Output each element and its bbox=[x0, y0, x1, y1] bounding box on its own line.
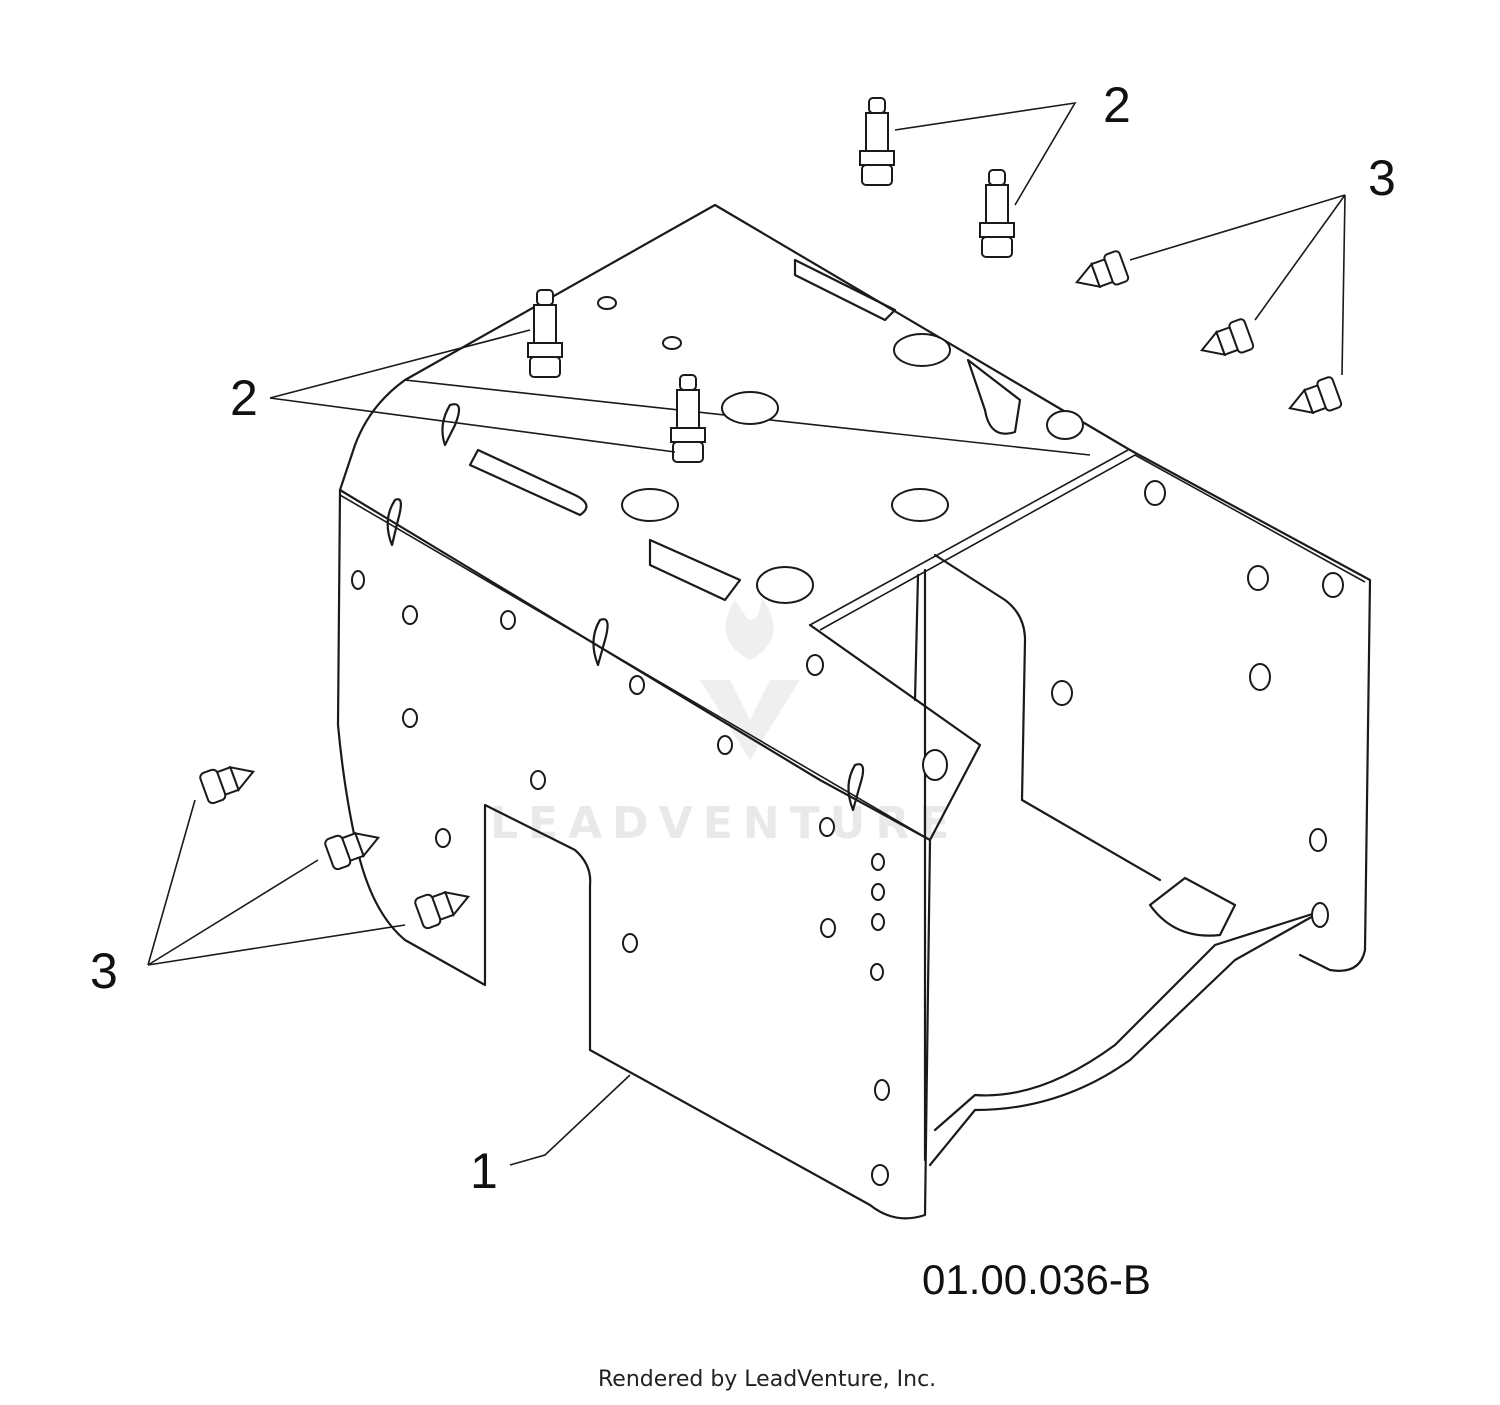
stud-bolt bbox=[527, 289, 563, 378]
figure-code: 01.00.036-B bbox=[922, 1256, 1151, 1303]
screw bbox=[1287, 376, 1343, 415]
screws-left bbox=[199, 765, 471, 930]
screw bbox=[324, 831, 381, 871]
callouts: 2 2 3 3 1 bbox=[90, 77, 1396, 1199]
callout-2-top: 2 bbox=[1103, 77, 1131, 133]
watermark: LEADVENTURE bbox=[490, 598, 959, 849]
watermark-text: LEADVENTURE bbox=[490, 798, 959, 849]
callout-3-left: 3 bbox=[90, 943, 118, 999]
stud-bolts-loose bbox=[859, 97, 1015, 258]
frame-assembly bbox=[336, 203, 1372, 1220]
stud-bolt bbox=[979, 169, 1015, 258]
screws-right bbox=[1074, 250, 1343, 415]
footer-credit: Rendered by LeadVenture, Inc. bbox=[598, 1367, 936, 1392]
callout-3-right: 3 bbox=[1368, 150, 1396, 206]
callout-1: 1 bbox=[470, 1143, 498, 1199]
leader-lines bbox=[147, 101, 1346, 1166]
screw bbox=[414, 890, 471, 930]
screw bbox=[1074, 250, 1130, 289]
stud-bolts-mounted bbox=[527, 289, 706, 463]
screw bbox=[199, 765, 256, 805]
callout-2-left: 2 bbox=[230, 370, 258, 426]
screw bbox=[1199, 318, 1255, 357]
stud-bolt bbox=[859, 97, 895, 186]
stud-bolt bbox=[670, 374, 706, 463]
